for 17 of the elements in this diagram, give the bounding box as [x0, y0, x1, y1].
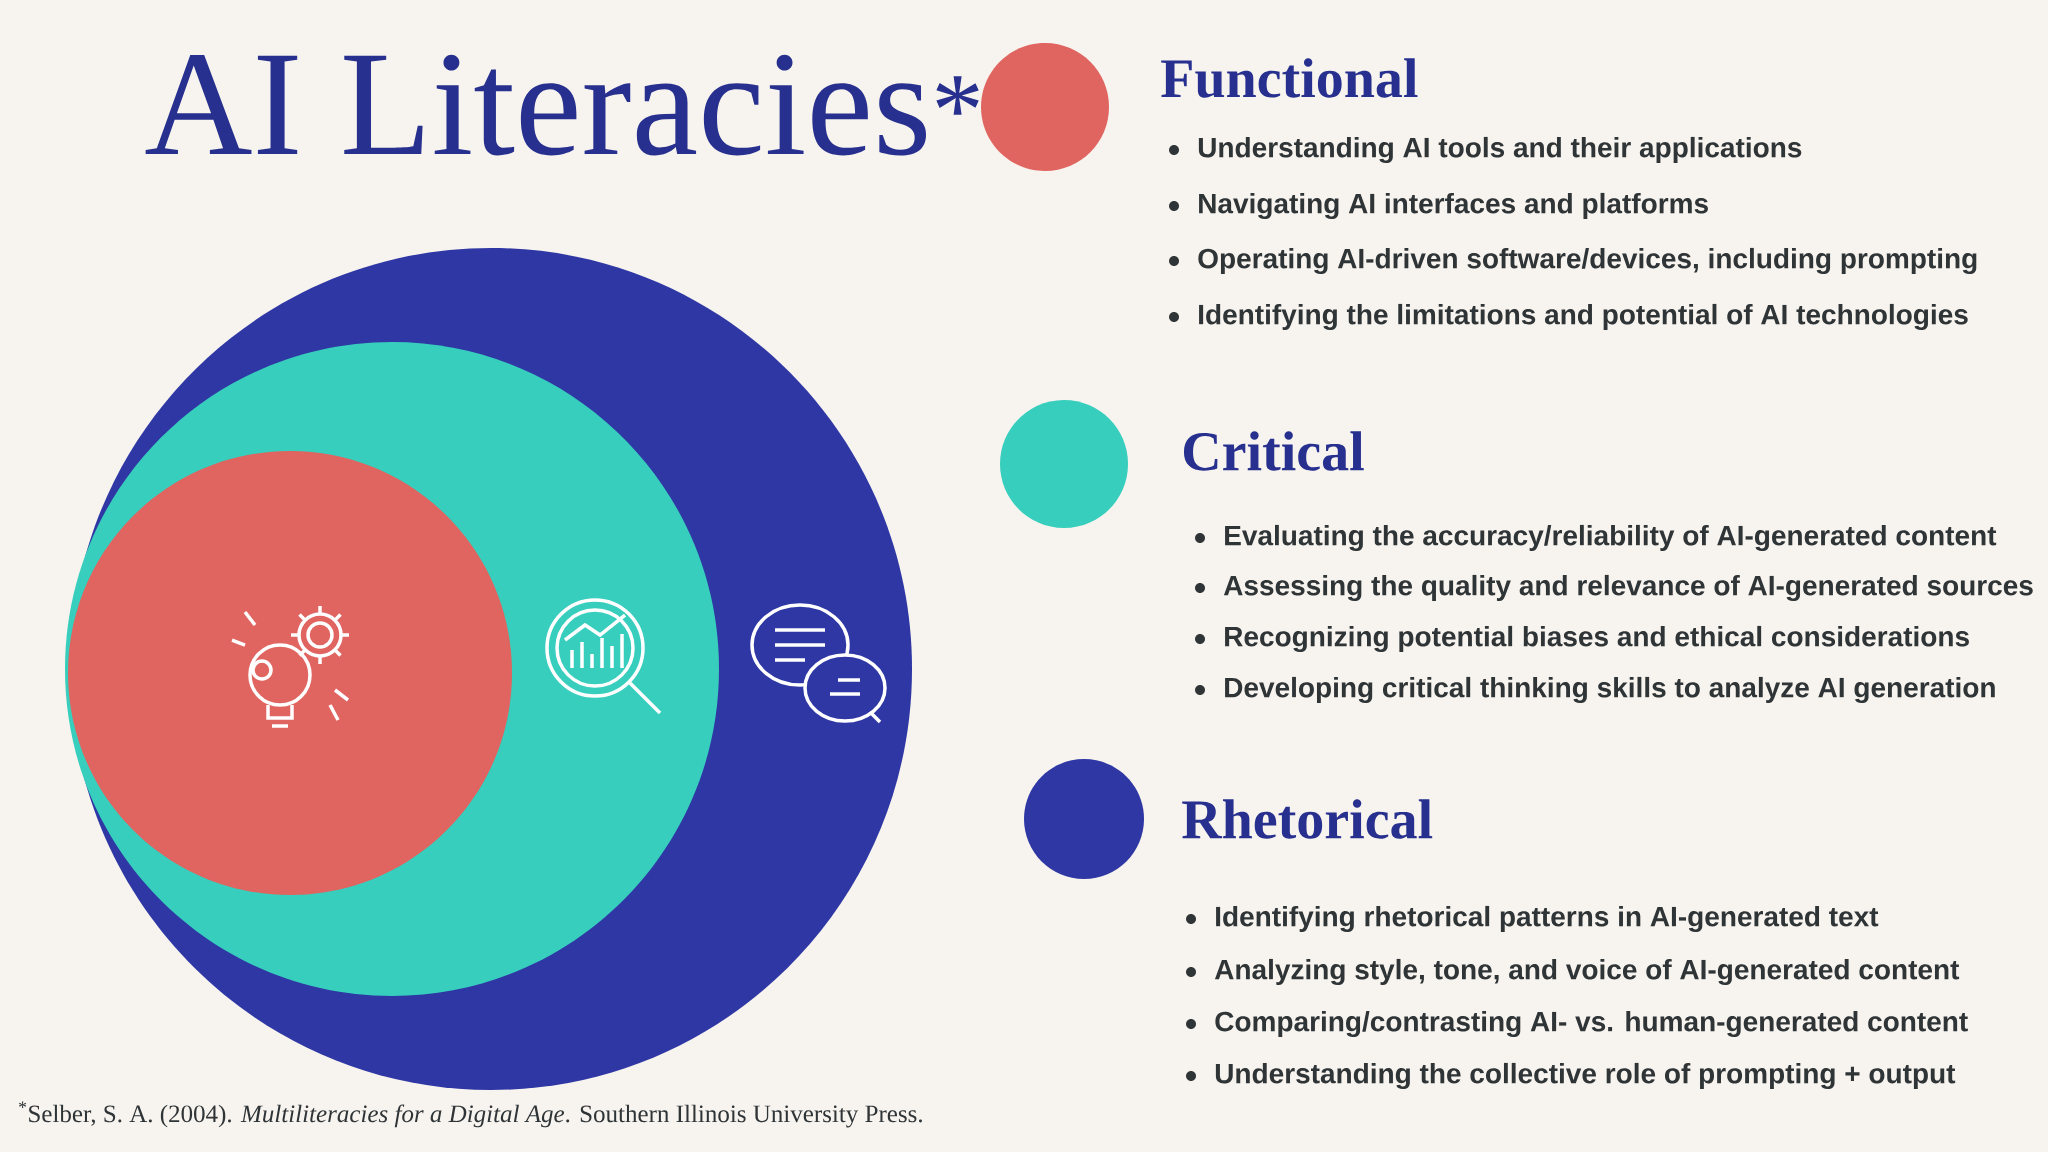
- bullet-item: Navigating AI interfaces and platforms: [1169, 192, 1708, 220]
- bullet-item: Recognizing potential biases and ethical considerations: [1195, 625, 1969, 653]
- citation: $^{*}$Selber, S. A. (2004). Multiliteracies for a Digital Age. Southern Illinois University Press.: [19, 1101, 922, 1128]
- section-heading: Functional: [1161, 58, 1418, 98]
- section-heading: Critical: [1183, 431, 1364, 471]
- bullet-item: Analyzing style, tone, and voice of AI-generated content: [1186, 958, 1960, 986]
- title: AI Literacies$^{*}$: [145, 54, 979, 156]
- bullet-item: Identifying the limitations and potential of AI technologies: [1169, 303, 1968, 331]
- bullet-item: Developing critical thinking skills to analyze AI generation: [1195, 676, 1995, 704]
- bullet-item: Comparing/contrasting AI- vs. human-generated content: [1186, 1010, 1968, 1038]
- bullet-item: Evaluating the accuracy/reliability of AI-generated content: [1195, 524, 1997, 552]
- bullet-item: Understanding AI tools and their applications: [1169, 136, 1802, 164]
- bullet-item: Assessing the quality and relevance of AI-generated sources: [1195, 574, 2033, 602]
- bullet-item: Identifying rhetorical patterns in AI-generated text: [1186, 905, 1879, 933]
- section-heading: Rhetorical: [1182, 799, 1433, 839]
- bullet-item: Operating AI-driven software/devices, including prompting: [1169, 247, 1977, 275]
- bullet-item: Understanding the collective role of prompting + output: [1186, 1062, 1956, 1090]
